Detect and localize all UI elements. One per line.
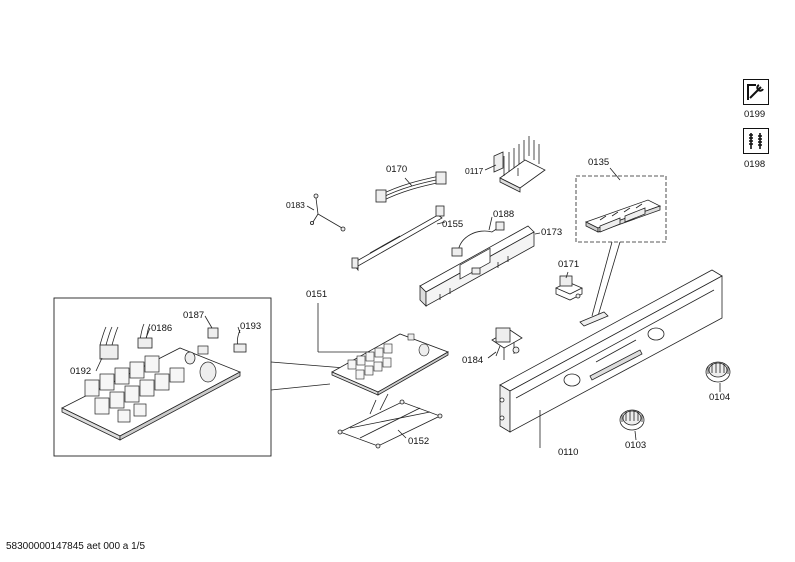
label-0104: 0104 [709, 392, 731, 403]
label-0188: 0188 [493, 209, 515, 220]
label-0184: 0184 [462, 355, 484, 366]
heatsink [493, 136, 546, 193]
label-0151: 0151 [306, 289, 328, 300]
switch-0184 [491, 327, 523, 360]
label-0170: 0170 [386, 164, 408, 175]
label-0183: 0183 [286, 200, 305, 210]
label-0171: 0171 [558, 259, 580, 270]
detail-box [53, 297, 272, 457]
label-0198: 0198 [744, 159, 766, 170]
label-0110: 0110 [558, 447, 579, 458]
control-module [419, 225, 535, 307]
detail-board [61, 323, 247, 441]
knob-0103 [619, 409, 645, 431]
label-0152: 0152 [408, 436, 430, 447]
knob-0104 [705, 361, 731, 383]
control-panel [499, 269, 723, 433]
switch-strip [584, 199, 662, 233]
display-bar [351, 205, 445, 272]
label-0135: 0135 [588, 157, 610, 168]
wrench-screwdriver-icon [743, 79, 769, 105]
label-0187: 0187 [183, 310, 205, 321]
switch-detail-box [575, 175, 667, 243]
label-0186: 0186 [151, 323, 173, 334]
document-id-footer: 58300000147845 aet 000 a 1/5 [6, 541, 146, 552]
label-0199: 0199 [744, 109, 766, 120]
bracket-0152 [337, 393, 443, 449]
label-0103: 0103 [625, 440, 647, 451]
main-board [331, 333, 449, 396]
cable-harness [375, 171, 447, 203]
label-0155: 0155 [442, 219, 464, 230]
wire-0183 [309, 193, 346, 232]
label-0173: 0173 [541, 227, 563, 238]
screws-kit-icon [743, 128, 769, 154]
label-0192: 0192 [70, 366, 92, 377]
label-0193: 0193 [240, 321, 262, 332]
label-0117: 0117 [465, 166, 484, 176]
wire-0188 [451, 221, 505, 257]
bracket-0171 [555, 275, 583, 301]
